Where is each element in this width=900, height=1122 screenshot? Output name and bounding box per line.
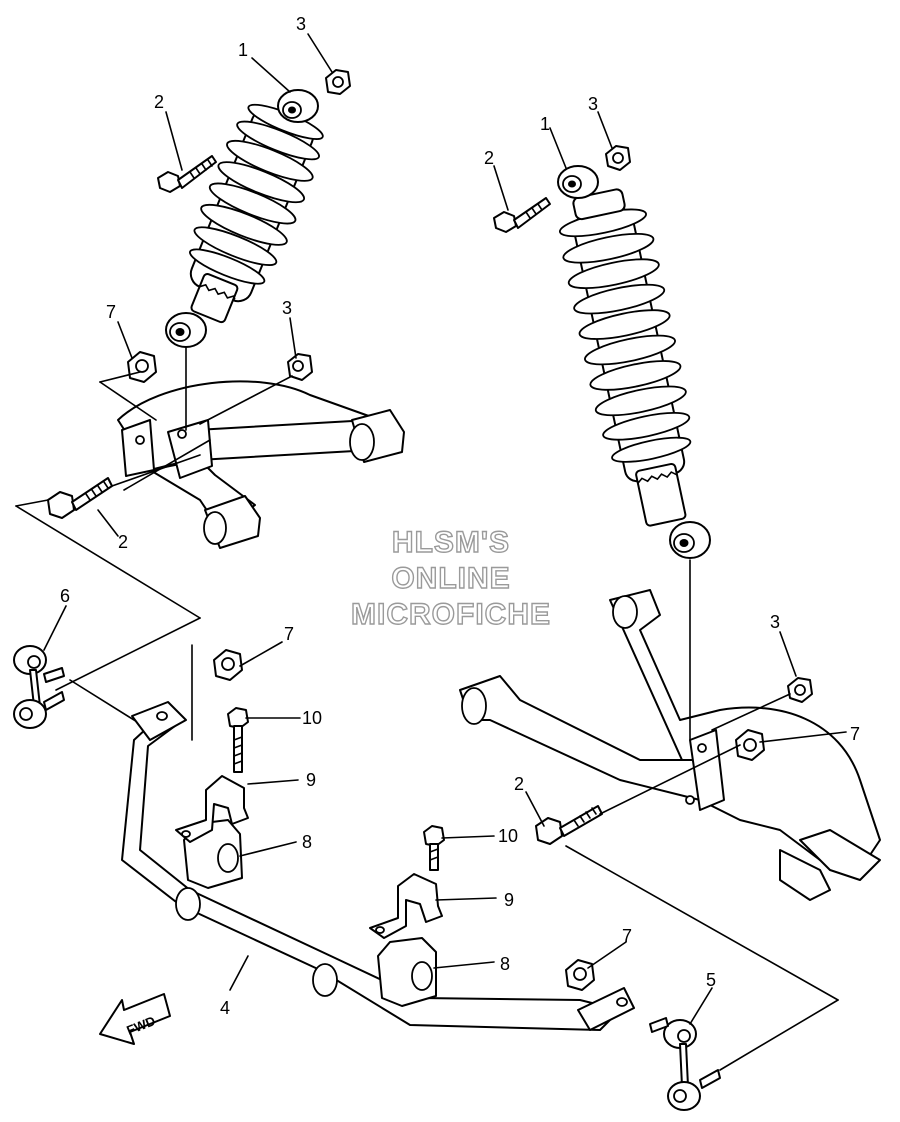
callout-1: 1: [540, 114, 550, 134]
left-upper-bolt[interactable]: [157, 155, 217, 193]
right-lower-bolt[interactable]: [535, 805, 603, 845]
stabilizer-link-left[interactable]: [13, 645, 65, 729]
right-arm-nut-7[interactable]: [735, 729, 765, 761]
left-lower-nut[interactable]: [287, 353, 313, 381]
callout-2: 2: [118, 532, 128, 552]
left-lower-bolt[interactable]: [47, 477, 113, 519]
right-shock-absorber[interactable]: [552, 165, 712, 559]
callout-3: 3: [282, 298, 292, 318]
left-upper-nut[interactable]: [325, 69, 351, 95]
stabilizer-bar[interactable]: [121, 701, 635, 1031]
bushing-holder-left[interactable]: [175, 775, 249, 843]
bushing-holder-right[interactable]: [369, 873, 443, 939]
callout-4: 4: [220, 998, 230, 1018]
right-lower-arm[interactable]: [459, 589, 881, 901]
callout-7: 7: [850, 724, 860, 744]
callout-1: 1: [238, 40, 248, 60]
callout-6: 6: [60, 586, 70, 606]
callout-labels: 1 2 3 7 3 2 6 7 10 9 8 4 1 2 3 3 7 2 10 …: [60, 14, 860, 1018]
right-upper-nut[interactable]: [605, 145, 631, 171]
callout-2: 2: [154, 92, 164, 112]
callout-5: 5: [706, 970, 716, 990]
callout-3: 3: [588, 94, 598, 114]
right-arm-nut-3[interactable]: [787, 677, 813, 703]
left-lower-arm[interactable]: [117, 380, 405, 549]
watermark-line-2: ONLINE: [391, 562, 510, 595]
callout-8: 8: [302, 832, 312, 852]
left-arm-nut-7[interactable]: [127, 351, 157, 383]
watermark-line-1: HLSM'S: [392, 526, 510, 559]
watermark-line-3: MICROFICHE: [351, 598, 551, 631]
holder-nut-7[interactable]: [213, 649, 243, 681]
stabilizer-bushing-right[interactable]: [377, 937, 437, 1007]
callout-8: 8: [500, 954, 510, 974]
callout-7: 7: [106, 302, 116, 322]
watermark: HLSM'S ONLINE MICROFICHE: [350, 525, 551, 631]
callout-7: 7: [284, 624, 294, 644]
holder-bolt-right[interactable]: [423, 825, 445, 871]
callout-7: 7: [622, 926, 632, 946]
callout-10: 10: [302, 708, 322, 728]
callout-3: 3: [296, 14, 306, 34]
callout-9: 9: [306, 770, 316, 790]
fwd-arrow-icon: FWD: [99, 993, 171, 1045]
callout-10: 10: [498, 826, 518, 846]
stabilizer-end-nut-7[interactable]: [565, 959, 595, 991]
right-upper-bolt[interactable]: [493, 197, 551, 233]
stabilizer-link-right[interactable]: [649, 1017, 721, 1111]
callout-leaders: [43, 33, 847, 1025]
right-reference-lines: [565, 559, 839, 1071]
left-shock-absorber[interactable]: [164, 89, 331, 348]
callout-9: 9: [504, 890, 514, 910]
callout-2: 2: [514, 774, 524, 794]
callout-3: 3: [770, 612, 780, 632]
holder-bolt-left[interactable]: [227, 707, 249, 773]
callout-2: 2: [484, 148, 494, 168]
